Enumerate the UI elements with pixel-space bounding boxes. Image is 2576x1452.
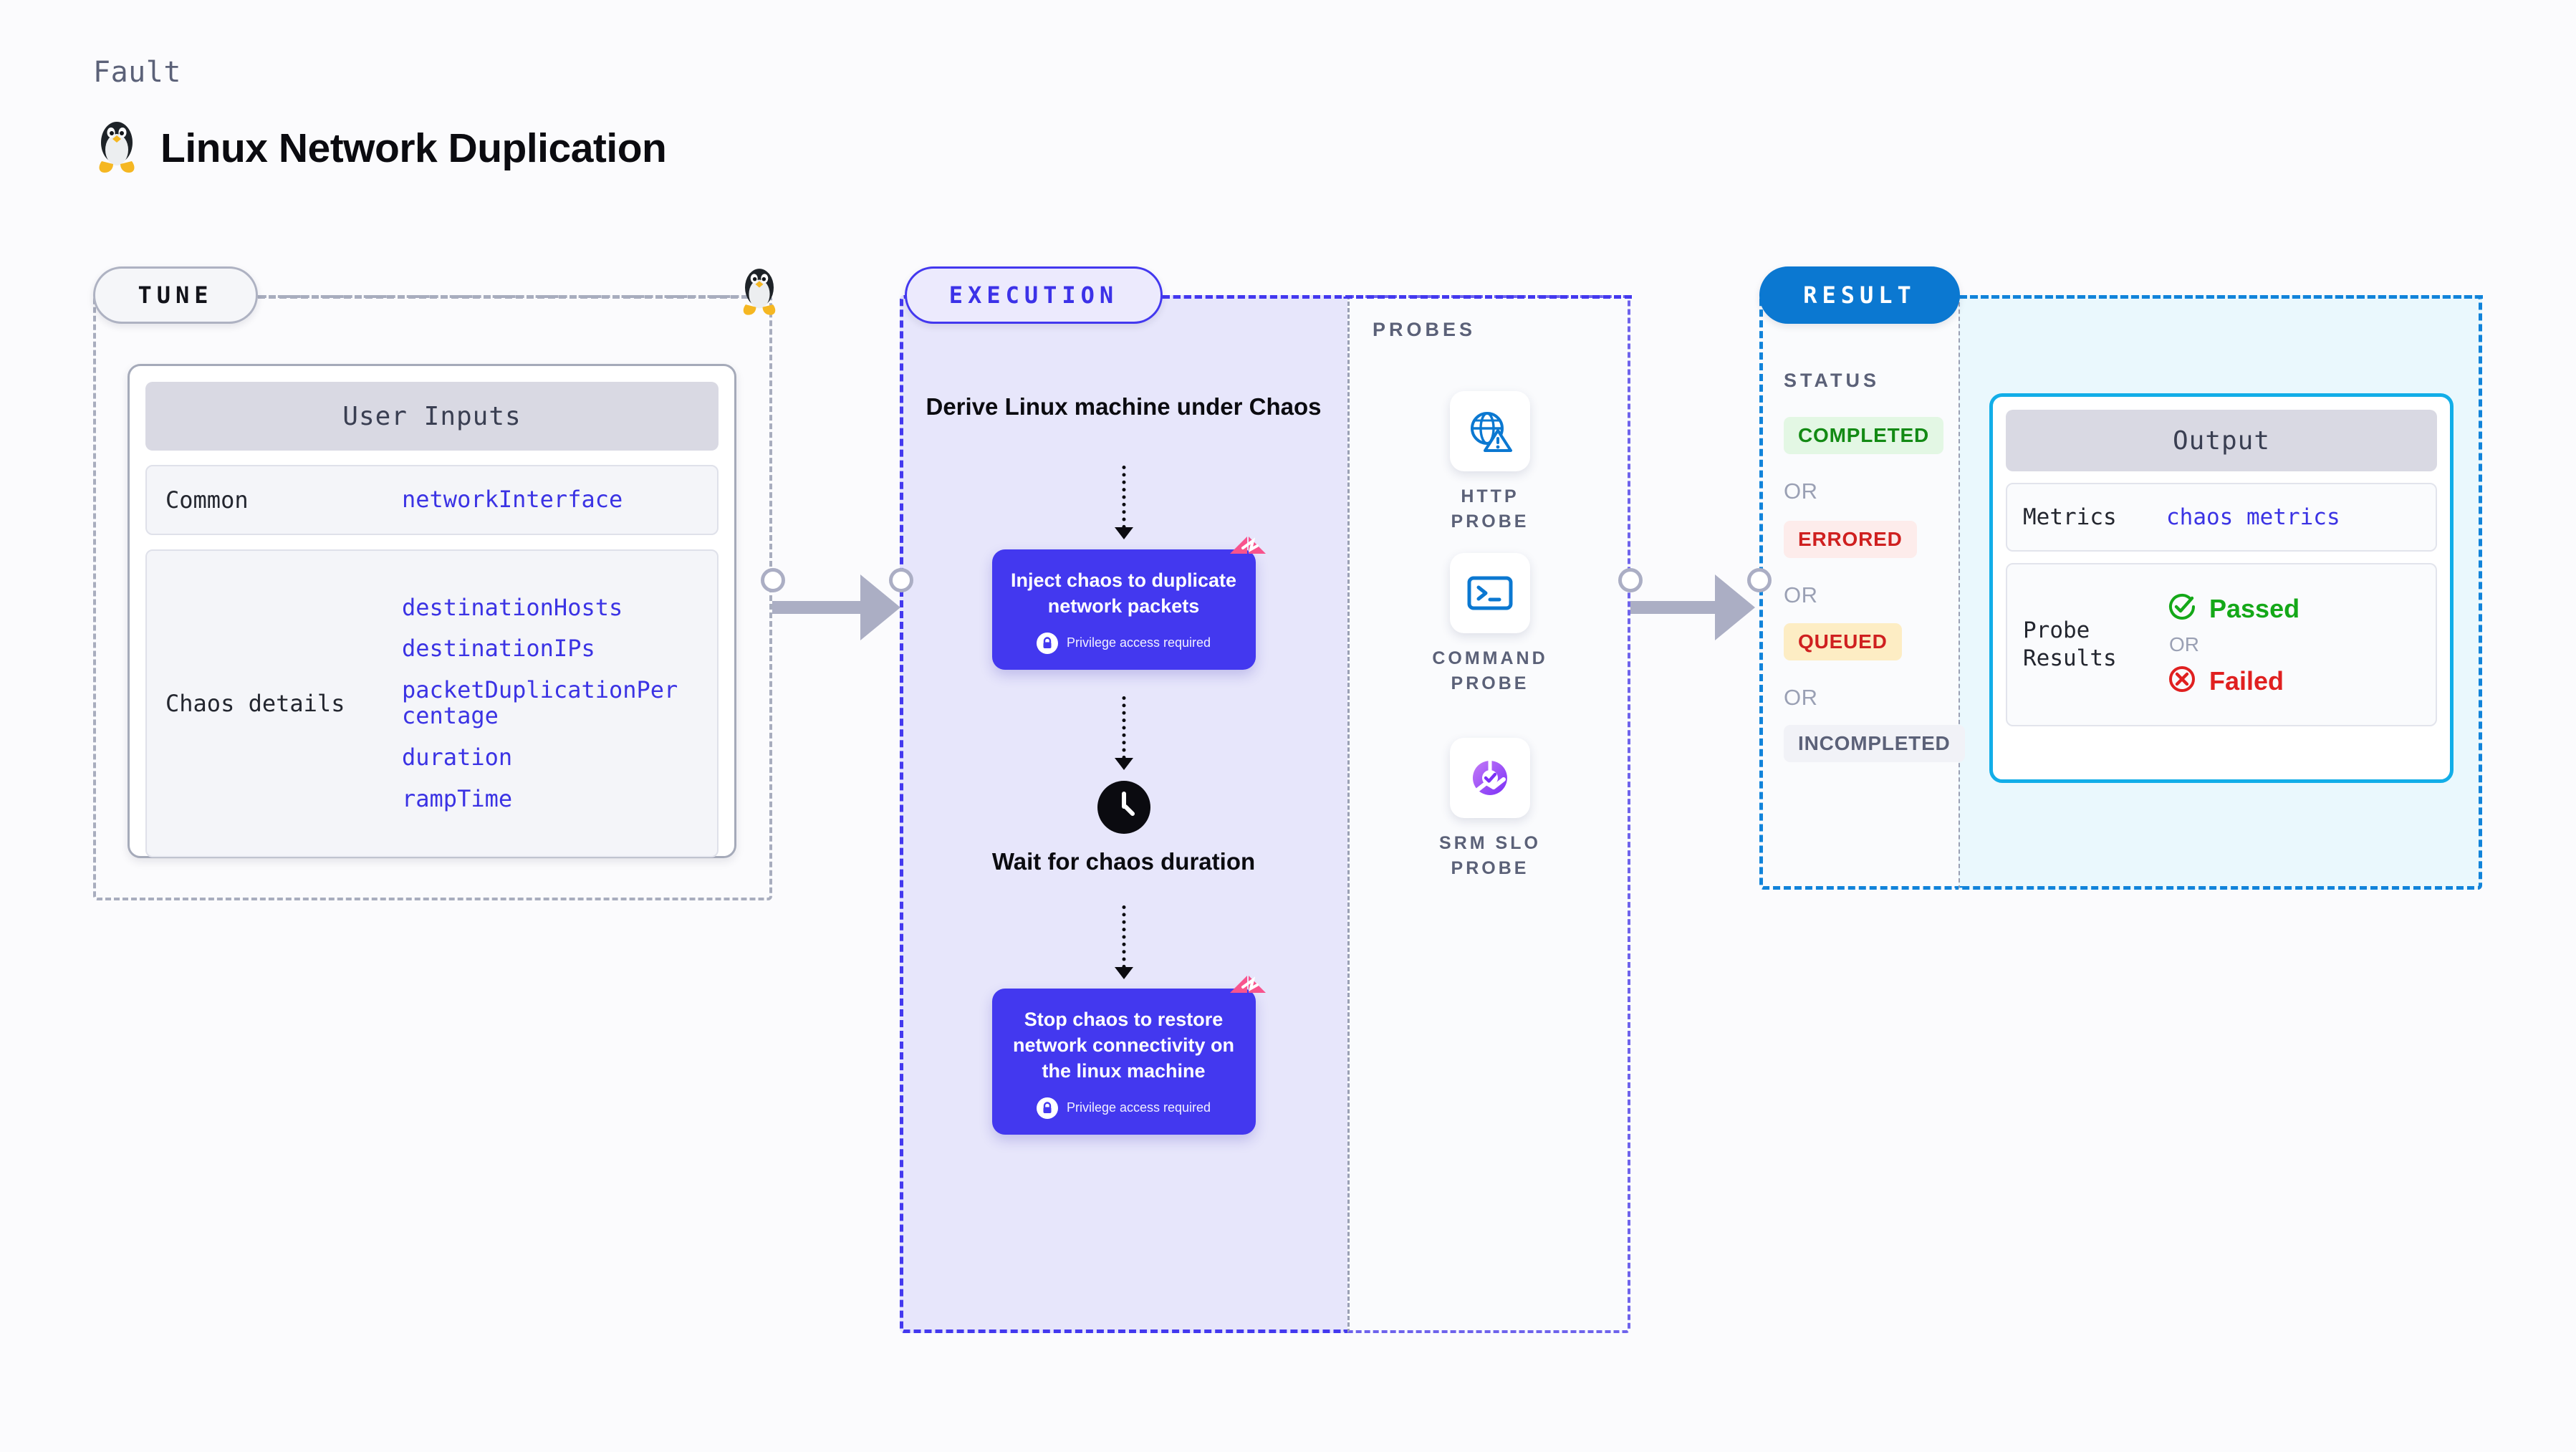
flow-step-stop-privilege: Privilege access required (1036, 1097, 1211, 1119)
tune-row-chaos-key: Chaos details (165, 690, 345, 717)
flow-arrow-2 (1114, 758, 1133, 770)
probe-srm-slo[interactable]: SRM SLO PROBE (1426, 738, 1554, 880)
probe-command-label: COMMAND PROBE (1432, 648, 1548, 693)
flow-step-inject-privilege: Privilege access required (1036, 632, 1211, 654)
status-or-1: OR (1784, 479, 1818, 504)
flow-connector-1 (1122, 466, 1125, 529)
page-eyebrow: Fault (93, 56, 181, 89)
output-row-metrics: Metrics chaos metrics (2006, 483, 2437, 552)
output-card: Output Metrics chaos metrics Probe Resul… (1989, 393, 2454, 783)
clock-icon (1097, 781, 1150, 834)
flow-step-inject-privilege-label: Privilege access required (1066, 635, 1211, 650)
globe-warning-icon (1450, 391, 1530, 471)
status-badge-completed: COMPLETED (1784, 417, 1943, 454)
probe-result-passed: Passed (2166, 591, 2299, 626)
flow-step-wait-label: Wait for chaos duration (991, 848, 1256, 875)
probe-http-label: HTTP PROBE (1451, 486, 1529, 532)
output-metrics-value[interactable]: chaos metrics (2166, 504, 2340, 530)
status-badge-queued: QUEUED (1784, 623, 1902, 660)
tune-row-common-values: networkInterface (402, 486, 623, 514)
output-title: Output (2006, 410, 2437, 471)
flow-connector-3 (1122, 905, 1125, 968)
user-inputs-title: User Inputs (145, 382, 719, 451)
tune-value-networkinterface[interactable]: networkInterface (402, 486, 623, 514)
lock-icon (1036, 632, 1058, 654)
flow-step-derive-label: Derive Linux machine under Chaos (926, 393, 1322, 420)
tune-row-common-key: Common (165, 486, 249, 514)
tune-header-connector (258, 295, 759, 299)
execution-header-connector (1163, 295, 1632, 299)
probe-command[interactable]: COMMAND PROBE (1426, 553, 1554, 696)
connector-node-result-in (1747, 568, 1772, 592)
result-header-connector (1960, 295, 2483, 299)
flow-arrow-1 (1114, 527, 1133, 539)
output-metrics-key: Metrics (2023, 504, 2117, 530)
terminal-icon (1450, 553, 1530, 633)
probe-result-passed-label: Passed (2209, 593, 2300, 623)
output-probe-values: Passed OR Failed (2166, 591, 2299, 698)
tune-pill[interactable]: TUNE (93, 266, 258, 324)
tune-value-packetduplicationpercentage[interactable]: packetDuplicationPercentage (402, 676, 678, 729)
output-row-probe-results: Probe Results Passed OR (2006, 563, 2437, 726)
flow-step-inject-chaos[interactable]: Inject chaos to duplicate network packet… (991, 537, 1266, 670)
tune-value-ramptime[interactable]: rampTime (402, 784, 513, 812)
probe-result-failed-label: Failed (2209, 665, 2284, 696)
x-circle-icon (2166, 663, 2198, 698)
flow-arrow-3 (1114, 967, 1133, 979)
status-or-3: OR (1784, 685, 1818, 710)
page-title-row: Linux Network Duplication (93, 118, 667, 178)
output-probe-key: Probe Results (2023, 617, 2117, 671)
pink-flag-icon (1229, 535, 1267, 567)
tune-value-duration[interactable]: duration (402, 743, 513, 771)
connector-node-tune (761, 568, 785, 592)
connector-node-probes-out (1618, 568, 1643, 592)
page-title: Linux Network Duplication (160, 125, 667, 171)
status-or-2: OR (1784, 582, 1818, 607)
connector-tune-to-execution (772, 574, 900, 640)
tune-value-destinationips[interactable]: destinationIPs (402, 635, 595, 663)
result-status-region (1759, 295, 1959, 890)
execution-pill[interactable]: EXECUTION (905, 266, 1163, 324)
probe-result-failed: Failed (2166, 663, 2299, 698)
linux-penguin-icon (93, 118, 140, 178)
tune-row-chaos-details: Chaos details destinationHosts destinati… (145, 549, 719, 857)
flow-step-inject-chaos-label: Inject chaos to duplicate network packet… (1010, 569, 1237, 617)
tune-row-chaos-values: destinationHosts destinationIPs packetDu… (402, 595, 688, 812)
probes-label: PROBES (1373, 319, 1476, 340)
flow-step-stop-chaos-label: Stop chaos to restore network connectivi… (1012, 1009, 1235, 1082)
result-pill[interactable]: RESULT (1759, 266, 1960, 324)
user-inputs-card: User Inputs Common networkInterface Chao… (128, 364, 736, 858)
status-badge-errored: ERRORED (1784, 521, 1917, 558)
check-circle-icon (2166, 591, 2198, 626)
flow-connector-2 (1122, 696, 1125, 759)
connector-node-execution-in (889, 568, 913, 592)
execution-flow: Derive Linux machine under Chaos Inject … (900, 295, 1347, 1333)
connector-probes-to-result (1630, 574, 1755, 640)
lock-icon (1036, 1097, 1058, 1119)
probe-result-or: OR (2169, 633, 2199, 655)
linux-penguin-badge-icon (738, 265, 781, 320)
status-label: STATUS (1784, 370, 1880, 391)
probe-http[interactable]: HTTP PROBE (1426, 391, 1554, 534)
tune-row-common: Common networkInterface (145, 465, 719, 535)
flow-step-stop-chaos[interactable]: Stop chaos to restore network connectivi… (991, 976, 1266, 1135)
slo-donut-check-icon (1450, 738, 1530, 818)
status-badge-incompleted: INCOMPLETED (1784, 725, 1965, 762)
probe-srm-slo-label: SRM SLO PROBE (1439, 833, 1541, 878)
flow-step-stop-privilege-label: Privilege access required (1066, 1100, 1211, 1115)
pink-flag-icon (1229, 974, 1267, 1006)
tune-value-destinationhosts[interactable]: destinationHosts (402, 593, 623, 621)
